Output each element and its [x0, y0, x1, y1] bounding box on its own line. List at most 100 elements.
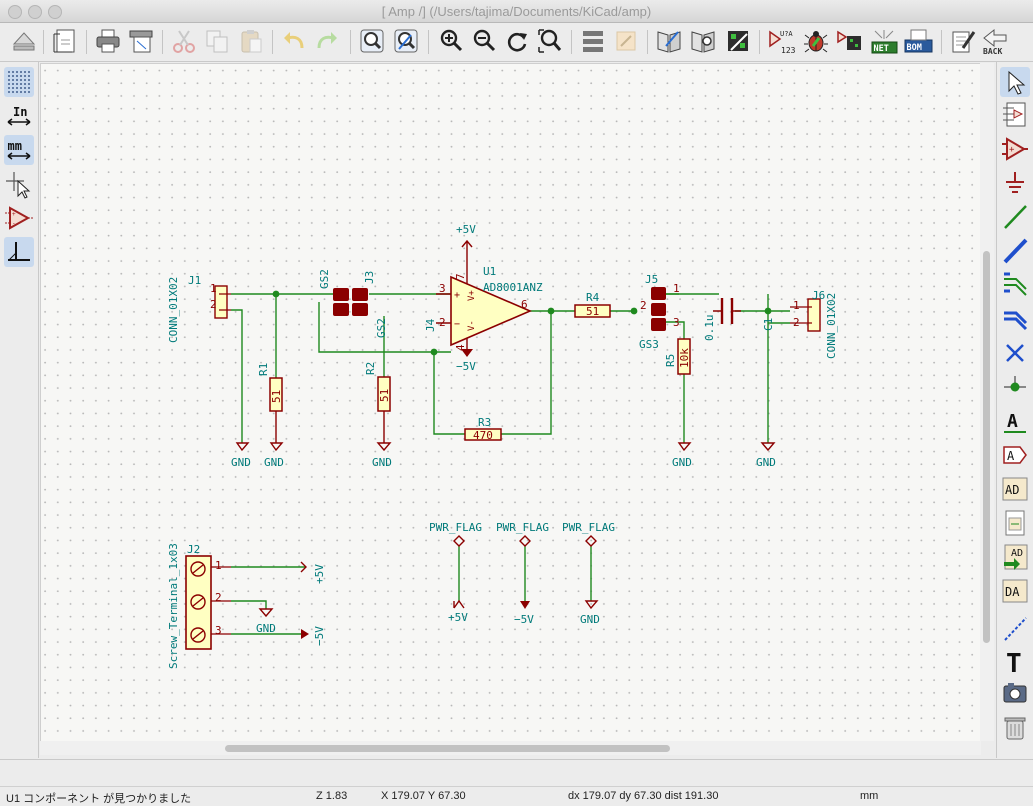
label-gnd-1: GND: [231, 456, 251, 469]
sheet-navigate-button[interactable]: [9, 26, 39, 56]
add-hierarchical-label-button[interactable]: AD: [1000, 474, 1030, 504]
add-bus-button[interactable]: [1000, 236, 1030, 266]
label-r2-ref: R2: [364, 362, 377, 375]
add-net-label-button[interactable]: A: [1000, 406, 1030, 436]
page-settings-button[interactable]: [50, 26, 80, 56]
zoom-in-button[interactable]: [436, 26, 466, 56]
paste-button[interactable]: [236, 26, 266, 56]
cursor-shape-button[interactable]: [4, 169, 34, 199]
redo-button[interactable]: [312, 26, 342, 56]
add-wire-button[interactable]: [1000, 202, 1030, 232]
hierarchy-navigator-button[interactable]: [578, 26, 608, 56]
delete-item-button[interactable]: [1000, 712, 1030, 742]
sheet-pin-icon: DA: [1002, 579, 1028, 603]
add-junction-button[interactable]: [1000, 372, 1030, 402]
close-window-button[interactable]: [8, 5, 22, 19]
C1-capacitor[interactable]: [713, 298, 741, 324]
svg-text:A: A: [1007, 411, 1018, 432]
netlist-icon: NET: [871, 30, 898, 54]
label-u1-vminus: V-: [467, 320, 477, 331]
add-text-button[interactable]: T: [1000, 646, 1030, 676]
vertical-scroll-thumb[interactable]: [983, 251, 990, 643]
label-gnd-5: GND: [756, 456, 776, 469]
hidden-pins-button[interactable]: +-: [4, 203, 34, 233]
title-bar: [ Amp /] (/Users/tajima/Documents/KiCad/…: [0, 0, 1033, 23]
find-replace-button[interactable]: [391, 26, 421, 56]
highlight-net-button[interactable]: [1000, 100, 1030, 130]
label-j1-ref: J1: [188, 274, 201, 287]
add-graphic-line-button[interactable]: [1000, 614, 1030, 644]
toolbar-separator: [162, 30, 163, 54]
undo-button[interactable]: [279, 26, 309, 56]
generate-bom-button[interactable]: BOM: [903, 26, 933, 56]
wire-angle-button[interactable]: [4, 237, 34, 267]
label-r1-value: 51: [270, 390, 283, 403]
find-button[interactable]: [357, 26, 387, 56]
add-sheet-pin-button[interactable]: DA: [1000, 576, 1030, 606]
leave-sheet-button[interactable]: [611, 26, 641, 56]
erc-button[interactable]: [801, 26, 831, 56]
assign-footprints-button[interactable]: [834, 26, 864, 56]
add-bus-entry-button[interactable]: [1000, 304, 1030, 334]
label-pwrflag-3: PWR_FLAG: [562, 521, 615, 534]
zoom-fit-button[interactable]: [535, 26, 565, 56]
back-to-pcbnew-button[interactable]: BACK: [980, 26, 1010, 56]
plot-button[interactable]: [126, 26, 156, 56]
horizontal-scroll-thumb[interactable]: [225, 745, 670, 752]
footprint-icon: [728, 31, 748, 51]
add-image-button[interactable]: [1000, 678, 1030, 708]
redraw-button[interactable]: [502, 26, 532, 56]
inch-label: In: [13, 105, 27, 119]
R5-body: [677, 338, 691, 375]
U1-opamp[interactable]: + −: [436, 271, 533, 347]
J6-connector[interactable]: [790, 298, 821, 332]
J1-connector[interactable]: [214, 285, 231, 319]
label-r3-value: 470: [473, 429, 493, 442]
window-title: [ Amp /] (/Users/tajima/Documents/KiCad/…: [381, 4, 652, 19]
vertical-scrollbar[interactable]: [980, 63, 994, 741]
label-r1-ref: R1: [257, 363, 270, 376]
mm-label: mm: [8, 139, 22, 153]
edit-fields-button[interactable]: [948, 26, 978, 56]
add-wire-entry-button[interactable]: [1000, 270, 1030, 300]
horizontal-scrollbar[interactable]: [40, 741, 981, 755]
label-u1-pin2: 2: [439, 316, 446, 329]
no-connect-button[interactable]: [1000, 338, 1030, 368]
find-icon: [360, 29, 384, 53]
label-j5-pin3: 3: [673, 316, 680, 329]
mm-units-button[interactable]: mm: [4, 135, 34, 165]
generate-netlist-button[interactable]: NET: [869, 26, 899, 56]
pin-labels: 51 51 470 51 10k 3 2 6 7 4 V+ V- 1 2 1 2…: [210, 273, 800, 637]
add-symbol-button[interactable]: +: [1000, 134, 1030, 164]
library-editor-icon: [657, 31, 681, 53]
status-message: U1 コンポーネント が見つかりました: [6, 793, 192, 805]
zoom-window-button[interactable]: [48, 5, 62, 19]
inch-units-button[interactable]: In: [4, 101, 34, 131]
page-settings-icon: [53, 29, 75, 53]
library-editor-button[interactable]: [654, 26, 684, 56]
label-r5-ref: R5: [664, 354, 677, 367]
cut-button[interactable]: [169, 26, 199, 56]
J2-screw-terminal[interactable]: [185, 555, 231, 650]
left-toolbar: In mm +-: [0, 62, 39, 758]
print-button[interactable]: [93, 26, 123, 56]
select-tool-button[interactable]: [1000, 67, 1030, 97]
wires: [231, 293, 790, 635]
add-power-button[interactable]: [1000, 168, 1030, 198]
footprint-editor-button[interactable]: [723, 26, 753, 56]
add-global-label-button[interactable]: A: [1000, 440, 1030, 470]
copy-button[interactable]: [202, 26, 232, 56]
schematic-canvas[interactable]: + −: [40, 63, 981, 743]
grid-toggle-button[interactable]: [4, 67, 34, 97]
status-zoom: Z 1.83: [316, 790, 348, 802]
import-sheet-pin-button[interactable]: AD: [1000, 542, 1030, 572]
minimize-window-button[interactable]: [28, 5, 42, 19]
add-hierarchical-sheet-button[interactable]: [1000, 508, 1030, 538]
zoom-out-button[interactable]: [469, 26, 499, 56]
library-browser-button[interactable]: [688, 26, 718, 56]
copy-icon: [206, 30, 228, 53]
toolbar-separator: [759, 30, 760, 54]
hier-sheet-icon: [1005, 510, 1025, 536]
